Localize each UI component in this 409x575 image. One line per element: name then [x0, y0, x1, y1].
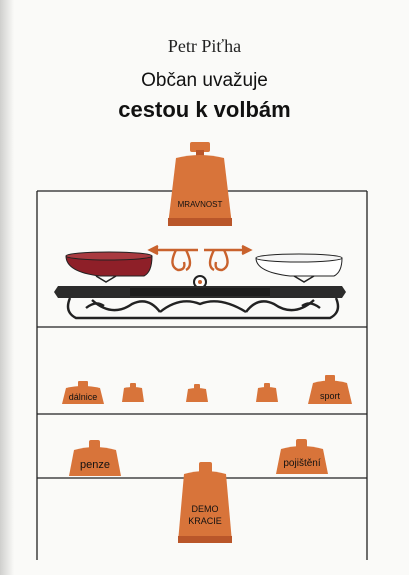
- weight-small-2: [186, 384, 208, 402]
- cover-fold-shadow: [0, 0, 14, 575]
- scale-pointer-ornament: [147, 244, 253, 272]
- weight-penze: penze: [69, 440, 121, 476]
- weight-dalnice-label: dálnice: [69, 392, 98, 402]
- weight-dalnice: dálnice: [62, 381, 104, 404]
- weight-mravnost: MRAVNOST: [168, 142, 232, 226]
- weight-sport-label: sport: [320, 391, 341, 401]
- scale-left-pan: [65, 251, 153, 283]
- weight-small-1: [122, 383, 144, 402]
- weight-small-3: [256, 383, 278, 402]
- weight-mravnost-label: MRAVNOST: [178, 200, 223, 209]
- weight-demokracie: DEMO KRACIE: [178, 462, 232, 543]
- book-title: cestou k volbám: [118, 97, 291, 122]
- scale-right-pan: [255, 253, 343, 283]
- weight-sport: sport: [308, 375, 352, 404]
- weight-pojisteni: pojištění: [276, 439, 328, 474]
- author-name: Petr Piťha: [167, 36, 242, 56]
- scale-base: [54, 286, 346, 320]
- book-subtitle: Občan uvažuje: [141, 70, 268, 91]
- weight-demokracie-label-2: KRACIE: [188, 516, 222, 526]
- weight-penze-label: penze: [80, 459, 110, 471]
- weight-demokracie-label-1: DEMO: [192, 504, 219, 514]
- weight-pojisteni-label: pojištění: [283, 458, 320, 469]
